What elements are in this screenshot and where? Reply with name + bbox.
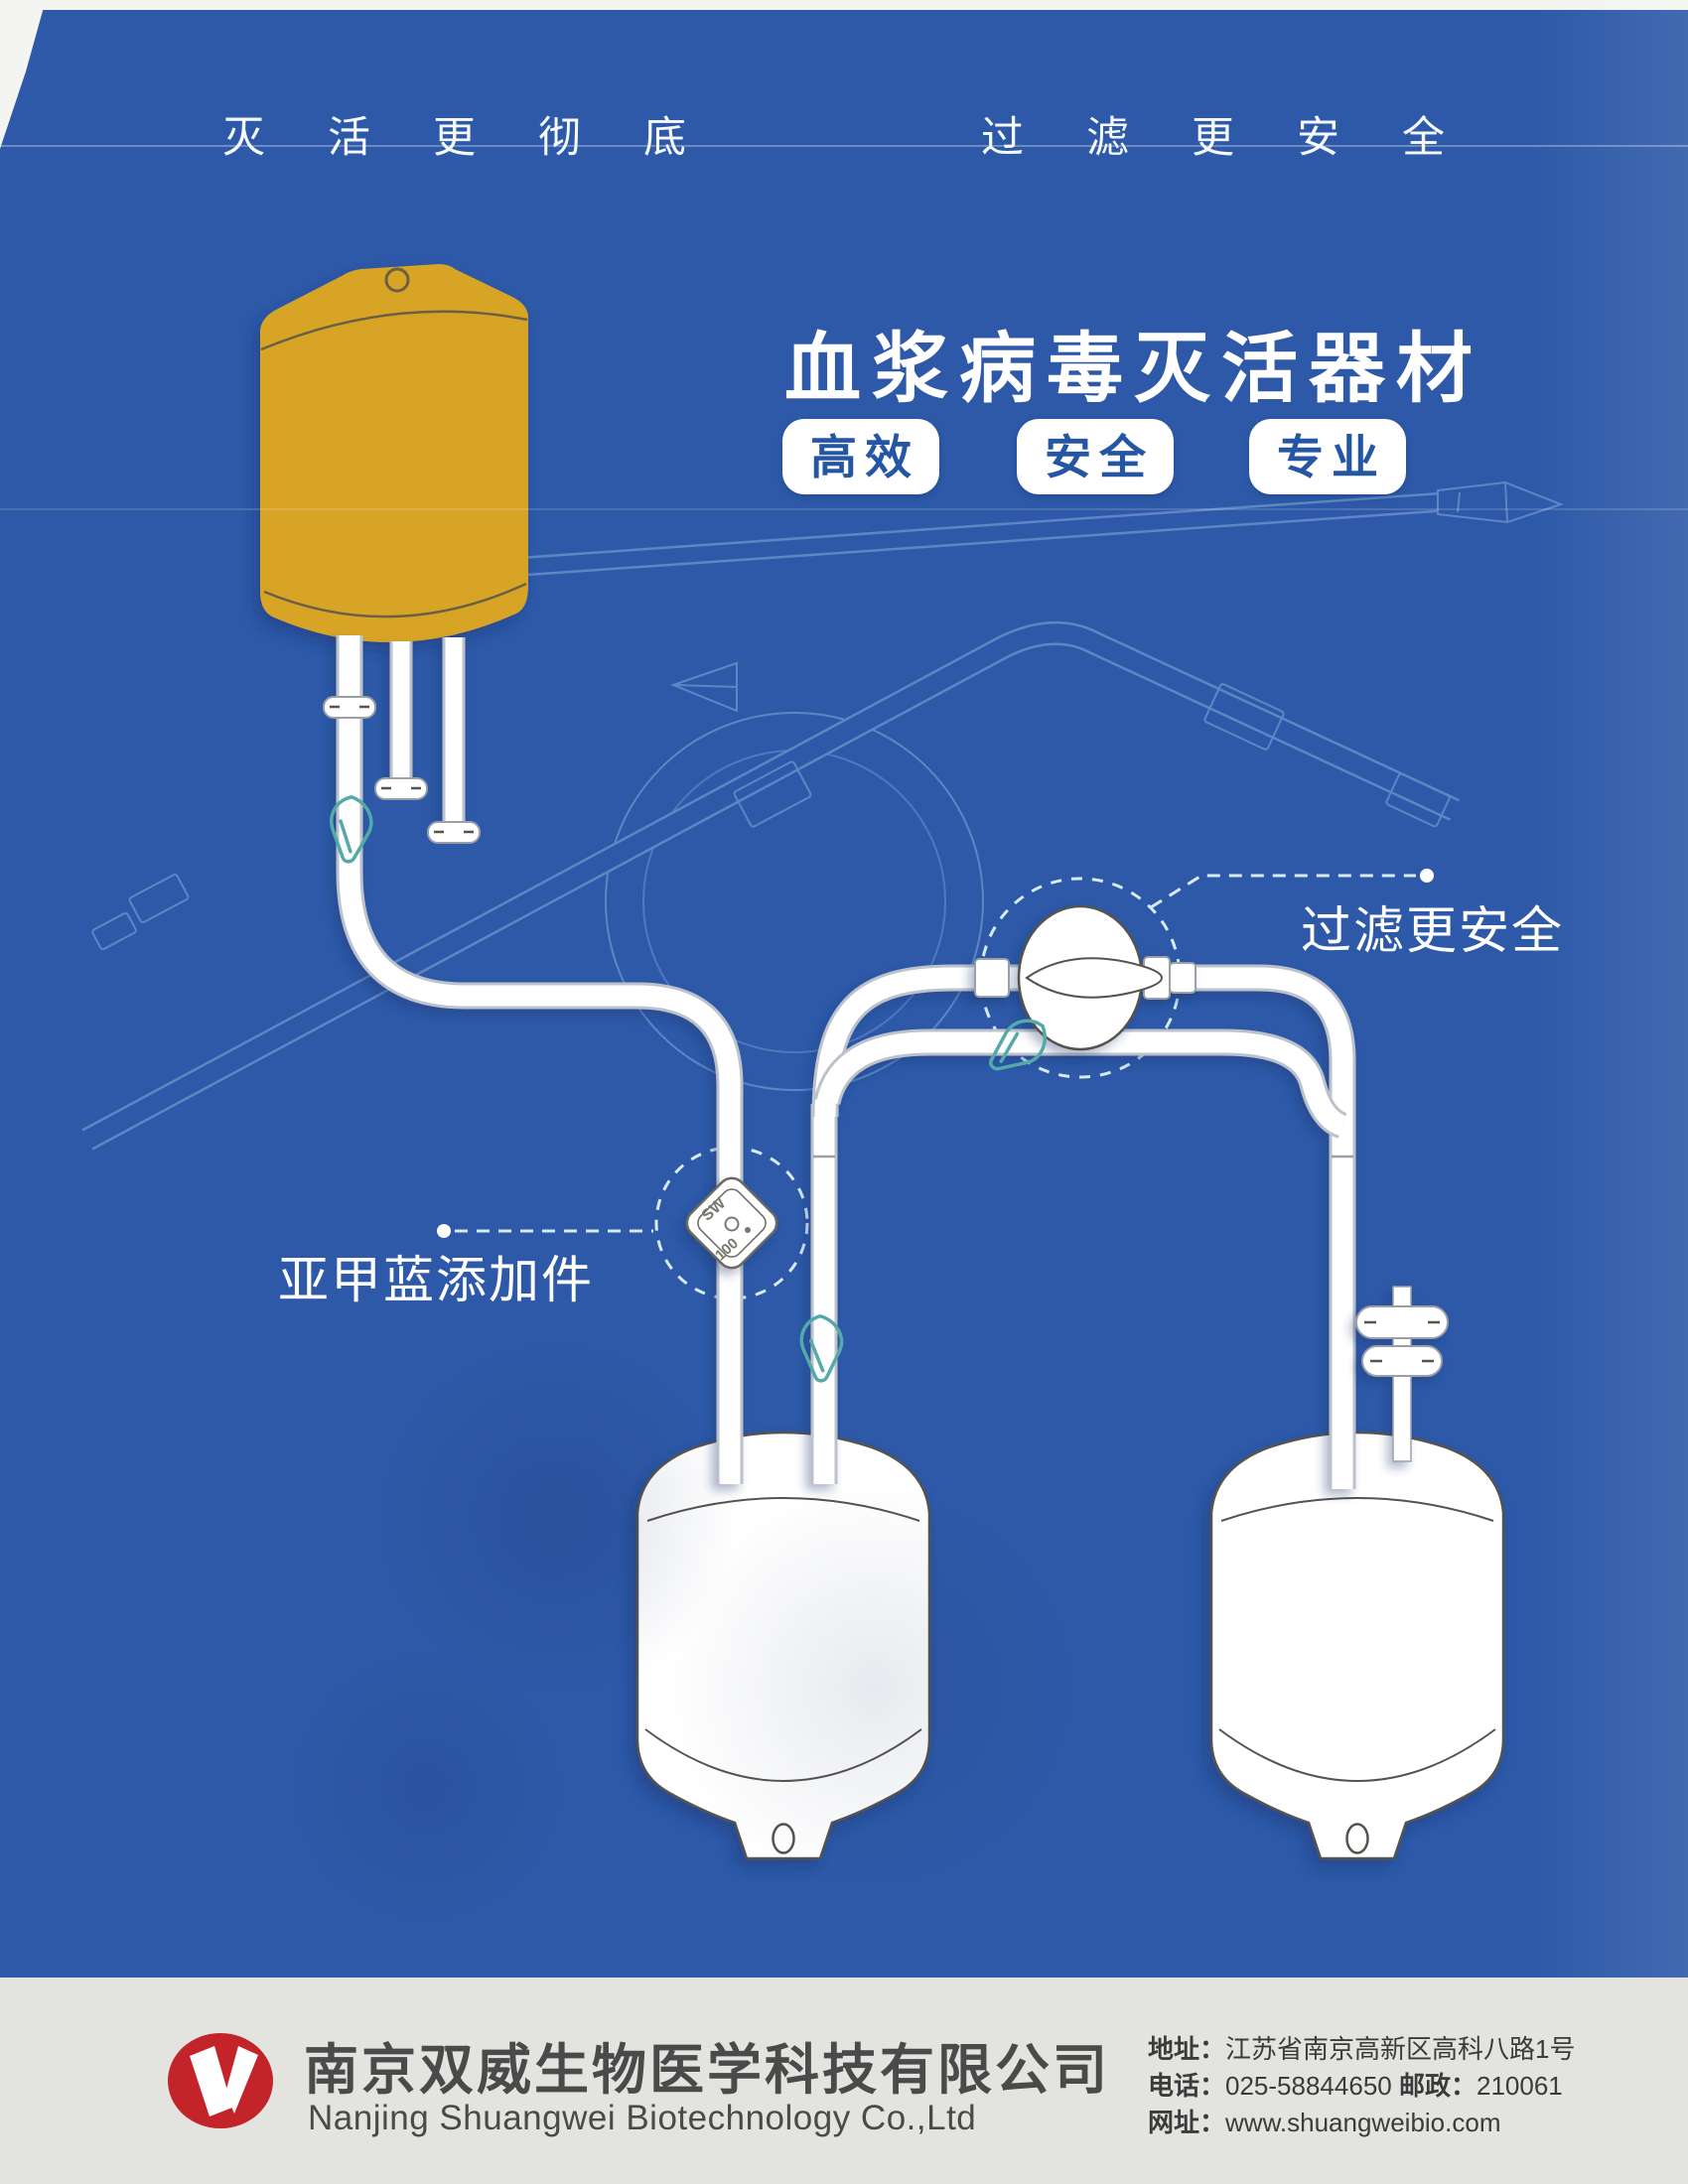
website-label: 网址： — [1148, 2108, 1226, 2137]
filter-leader-line — [1150, 874, 1416, 909]
badge-professional: 专业 — [1249, 419, 1406, 494]
contact-block: 地址：江苏省南京高新区高科八路1号 电话：025-58844650 邮政：210… — [1148, 2031, 1575, 2141]
footer-band — [0, 1978, 1688, 2184]
tubing-set — [350, 635, 1353, 1489]
phone-label: 电话： — [1148, 2071, 1226, 2101]
filter-callout-label: 过滤更安全 — [1301, 902, 1565, 959]
website-value: www.shuangweibio.com — [1225, 2108, 1501, 2137]
contact-address-line: 地址：江苏省南京高新区高科八路1号 — [1148, 2031, 1575, 2068]
hang-hole — [384, 267, 410, 293]
filter-membrane-leaf — [1025, 957, 1164, 999]
page-title: 血浆病毒灭活器材 — [784, 327, 1483, 412]
badge-safety: 安全 — [1017, 419, 1174, 494]
phone-value: 025-58844650 — [1225, 2071, 1392, 2101]
bag-top-seam — [260, 310, 528, 351]
port-cap — [323, 696, 376, 719]
top-slogan-right: 过滤更安全 — [981, 114, 1507, 162]
address-label: 地址： — [1148, 2034, 1226, 2064]
scan-line — [0, 508, 1688, 510]
company-name-en: Nanjing Shuangwei Biotechnology Co.,Ltd — [308, 2099, 977, 2137]
annotation-dashes — [437, 869, 1434, 1300]
company-logo — [168, 2033, 273, 2128]
hang-hole — [1345, 1823, 1369, 1854]
filter-assembly — [974, 904, 1196, 1051]
plasma-bag-yellow — [260, 264, 528, 643]
contact-website-line: 网址：www.shuangweibio.com — [1148, 2105, 1575, 2141]
port-caps — [323, 696, 481, 844]
postal-label: 邮政： — [1398, 2071, 1477, 2101]
additive-callout-label: 亚甲蓝添加件 — [278, 1252, 595, 1308]
filter-leader-dot — [1420, 869, 1434, 883]
additive-device: SW 100 — [685, 1176, 778, 1270]
badge-high-efficiency: 高效 — [782, 419, 939, 494]
logo-v-right-stroke — [225, 2046, 258, 2114]
top-slogan-left: 灭活更彻底 — [222, 114, 749, 162]
storage-bag — [1209, 1431, 1505, 1860]
address-value: 江苏省南京高新区高科八路1号 — [1225, 2034, 1576, 2064]
scan-edge-top — [0, 0, 1688, 10]
logo-v-left-stroke — [190, 2046, 232, 2116]
hang-hole — [772, 1823, 795, 1854]
bag-bottom-seam — [263, 582, 527, 618]
port-cap — [427, 821, 481, 844]
port-cap — [374, 777, 428, 800]
illumination-bag — [635, 1431, 931, 1860]
contact-phone-line: 电话：025-58844650 邮政：210061 — [1148, 2068, 1575, 2105]
scan-light-band — [1529, 0, 1688, 1978]
storage-bag-port — [1355, 1286, 1449, 1462]
scan-line — [0, 145, 1688, 147]
company-name-zh: 南京双威生物医学科技有限公司 — [304, 2039, 1111, 2101]
additive-leader-dot — [437, 1224, 451, 1238]
postal-value: 210061 — [1476, 2071, 1563, 2101]
